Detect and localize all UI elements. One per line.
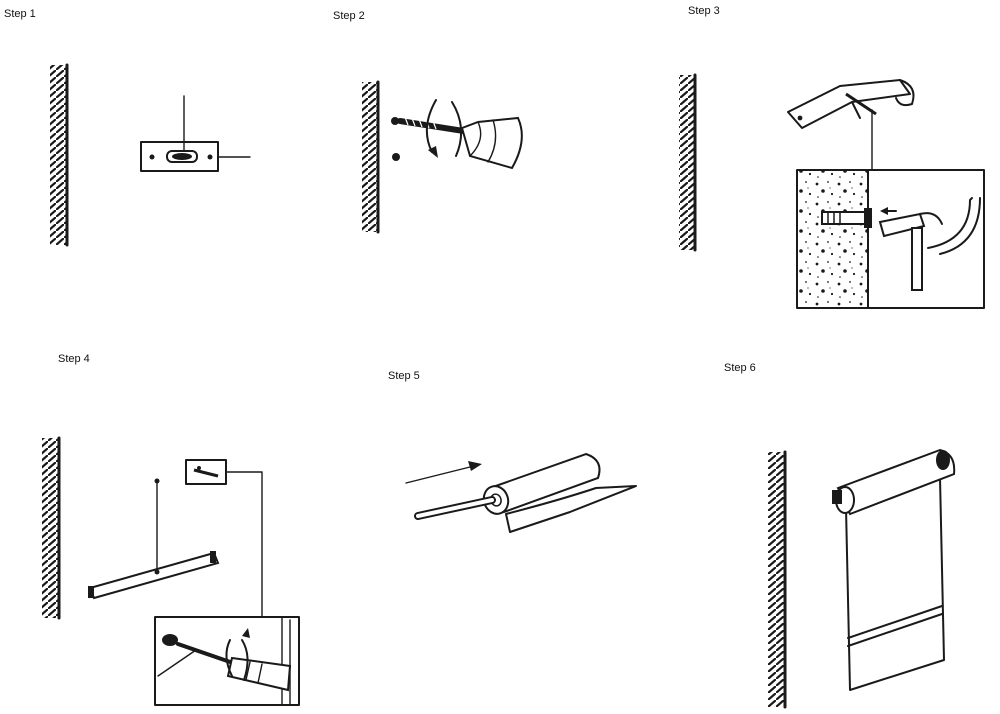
step-2-illustration	[362, 80, 523, 234]
fabric-sheet-icon	[505, 485, 637, 533]
screw-hole-icon	[392, 153, 400, 161]
rotate-arrow-icon	[225, 628, 250, 681]
wall-hatch-icon	[768, 450, 787, 709]
wall-hatch-icon	[50, 63, 69, 247]
wall-anchor-icon	[821, 208, 872, 228]
curtain-hook-outline	[927, 197, 973, 249]
step-5-illustration	[405, 452, 637, 533]
step-1-label: Step 1	[4, 8, 36, 20]
screw-hole-icon	[391, 117, 399, 125]
wall-hatch-icon	[42, 436, 61, 620]
step-2-label: Step 2	[333, 10, 365, 22]
mounting-bracket-icon	[140, 141, 219, 172]
roller-rod-icon	[414, 496, 496, 520]
step-3-label: Step 3	[688, 5, 720, 17]
l-bracket-icon	[787, 79, 915, 129]
bracket-inset-box	[185, 459, 227, 485]
wall-hatch-icon	[362, 80, 380, 234]
step-5-label: Step 5	[388, 370, 420, 382]
level-bar-icon	[88, 551, 220, 600]
step-4-label: Step 4	[58, 353, 90, 365]
hammer-icon	[878, 212, 943, 291]
detail-box	[796, 169, 985, 309]
rotate-arrow-icon	[425, 99, 463, 158]
screwdriver-icon	[176, 642, 292, 692]
step-3-illustration	[679, 73, 985, 309]
step-4-illustration	[42, 436, 300, 706]
plumb-line	[154, 478, 160, 575]
detail-box	[154, 616, 300, 706]
connector-line	[225, 471, 263, 618]
step-1-illustration	[50, 63, 251, 247]
screwdriver-icon	[397, 116, 523, 170]
roller-blind-icon	[832, 448, 956, 691]
step-6-illustration	[768, 448, 956, 709]
step-6-label: Step 6	[724, 362, 756, 374]
left-arrow-icon	[880, 207, 897, 215]
right-arrow-icon	[405, 461, 482, 484]
wall-hatch-icon	[679, 73, 697, 252]
